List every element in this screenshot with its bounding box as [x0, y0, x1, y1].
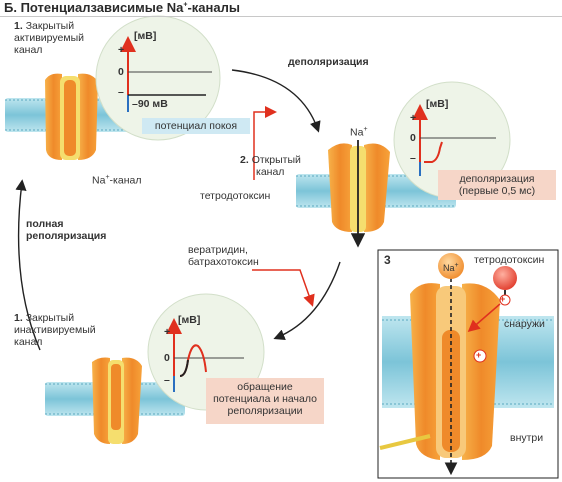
na-channel-sup: + [105, 174, 110, 181]
ion-sup: + [454, 262, 459, 269]
state-closed-activatable-label: 1. Закрытый активируемый канал [14, 20, 84, 56]
ttx-label: тетродотоксин [200, 190, 271, 202]
state-line: Закрытый [25, 20, 75, 32]
graph1-minus: – [118, 86, 124, 98]
panel3-ttx-plus: + [500, 294, 506, 304]
depol-caption-box [438, 170, 556, 200]
na-channel-prefix: Na [92, 174, 106, 187]
graph3-zero: 0 [164, 352, 170, 364]
panel3-na-label: Na+ [443, 260, 459, 274]
state-line: активируемый [14, 32, 84, 44]
title-suffix: -каналы [187, 0, 240, 15]
graph2-plus: + [410, 112, 417, 124]
channel-open [296, 140, 456, 248]
verat-line: вератридин, [188, 244, 248, 256]
panel-3 [377, 249, 559, 479]
na-ion-label: Na+ [350, 124, 368, 139]
state-closed-inactivated-label: 1. Закрытый инактивируемый канал [14, 312, 96, 348]
panel3-number: 3 [384, 253, 391, 267]
veratridine-label: вератридин, батрахотоксин [188, 244, 259, 268]
panel3-ttx-label: тетродотоксин [474, 254, 545, 266]
graph2-zero: 0 [410, 132, 416, 144]
panel3-outside-label: снаружи [504, 318, 545, 330]
graph1-unit: [мВ] [134, 30, 157, 42]
arrow-full-repolarization [15, 179, 41, 351]
full-repol-line: полная [26, 218, 64, 230]
state-line: инактивируемый [14, 324, 96, 336]
state-open-label: 2. Открытый канал [240, 154, 301, 178]
depolarization-label: деполяризация [288, 56, 369, 68]
rest-value: –90 мВ [132, 98, 168, 110]
reversal-caption: обращение потенциала и начало реполяриза… [206, 381, 324, 417]
depol-caption-line: деполяризация [459, 173, 535, 185]
depol-caption-line: (первые 0,5 мс) [458, 185, 536, 197]
rest-caption: потенциал покоя [154, 120, 238, 132]
ion-sup: + [363, 126, 368, 133]
verat-line: батрахотоксин [188, 256, 259, 268]
reversal-caption-line: потенциала и начало [213, 393, 317, 405]
state-line: канал [14, 44, 43, 56]
ttx-arrow [253, 106, 277, 180]
state-num: 2. [240, 154, 249, 166]
title-main: Б. Потенциалзависимые Na [4, 0, 184, 15]
state-line: канал [14, 336, 43, 348]
rest-caption-box [142, 118, 250, 134]
ion-prefix: Na [350, 126, 364, 139]
title-rule [0, 16, 562, 17]
arrow-to-inactivated [273, 261, 341, 340]
reversal-caption-box [206, 378, 324, 424]
title-sup: + [183, 1, 188, 9]
full-repol-line: реполяризация [26, 230, 107, 242]
state-line: канал [256, 166, 285, 178]
graph3-minus: – [164, 374, 170, 386]
state-num: 1. [14, 20, 23, 32]
page-title: Б. Потенциалзависимые Na+-каналы [4, 0, 240, 15]
graph3-unit: [мВ] [178, 314, 201, 326]
state-num: 1. [14, 312, 23, 324]
graph1-zero: 0 [118, 66, 124, 78]
panel3-inside-label: внутри [510, 432, 544, 444]
graph-rest-potential [95, 15, 221, 141]
arrow-depolarization [231, 69, 321, 133]
depol-caption: деполяризация (первые 0,5 мс) [438, 173, 556, 197]
graph2-minus: – [410, 152, 416, 164]
full-repol-label: полная реполяризация [26, 218, 106, 242]
state-line: Закрытый [25, 312, 75, 324]
reversal-caption-line: обращение [237, 381, 293, 393]
veratridine-arrow [252, 269, 315, 307]
graph3-plus: + [164, 326, 171, 338]
panel3-channel-plus: + [476, 350, 482, 360]
graph2-unit: [мВ] [426, 98, 449, 110]
ion-prefix: Na [443, 263, 455, 273]
state-line: Открытый [251, 154, 301, 166]
channel-closed-inactivated [45, 357, 185, 444]
graph1-plus: + [118, 44, 125, 56]
reversal-caption-line: реполяризации [227, 405, 303, 417]
na-channel-suffix: -канал [109, 174, 142, 187]
na-channel-label: Na+-канал [92, 172, 141, 187]
